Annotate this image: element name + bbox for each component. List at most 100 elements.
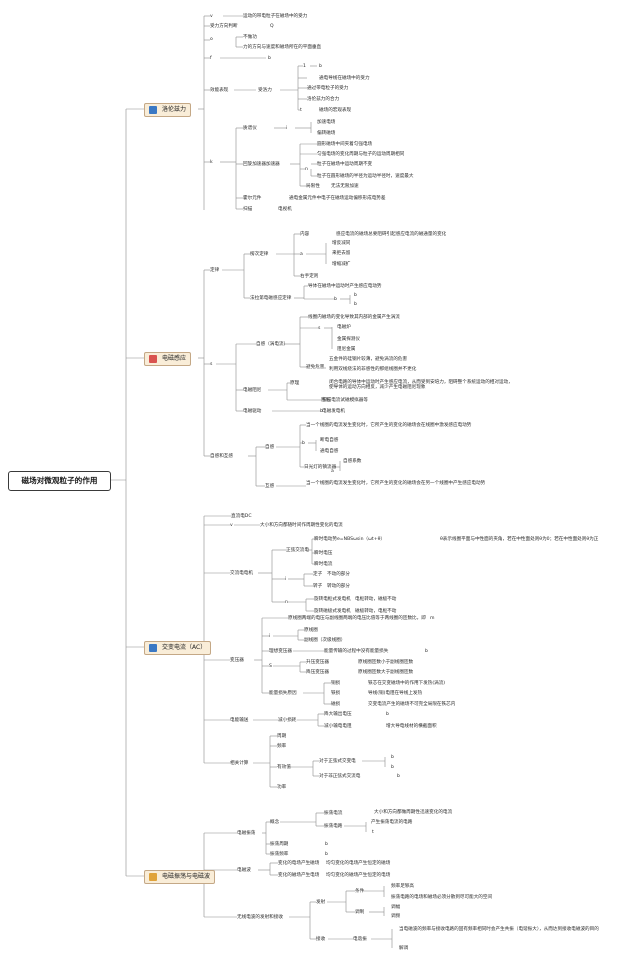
mindmap-node[interactable]: 1 [303, 64, 306, 69]
mindmap-node[interactable]: 电磁发电机 [322, 409, 345, 414]
mindmap-node[interactable]: 电磁振荡 [237, 831, 256, 836]
mindmap-node[interactable]: 对于非正弦式交流电 [319, 774, 361, 779]
mindmap-node[interactable]: i [286, 126, 288, 131]
mindmap-node[interactable]: 减小输电电阻 [324, 724, 352, 729]
mindmap-node[interactable]: 周期 [277, 734, 287, 739]
mindmap-node[interactable]: 电视机 [278, 207, 292, 212]
mindmap-node[interactable]: 均匀变化的电场产生恒定的磁场 [326, 861, 391, 866]
mindmap-node[interactable]: 五金件的硅钢片较薄，避免涡流的危害 [329, 357, 408, 362]
mindmap-node[interactable]: b [334, 297, 337, 302]
mindmap-node[interactable]: 受洛力 [258, 88, 272, 93]
mindmap-node[interactable]: 不动的部分 [327, 572, 350, 577]
mindmap-node[interactable]: b [397, 774, 400, 779]
mindmap-node[interactable]: 自感和互感 [210, 454, 233, 459]
mindmap-node[interactable]: 楞次定律 [250, 252, 269, 257]
mindmap-node[interactable]: 变压器 [230, 658, 244, 663]
mindmap-node[interactable]: 通电自感 [320, 449, 339, 454]
mindmap-node[interactable]: 概念 [270, 820, 280, 825]
mindmap-node[interactable]: s [210, 362, 213, 367]
mindmap-node[interactable]: f [210, 56, 212, 61]
mindmap-node[interactable]: 调制 [355, 910, 365, 915]
mindmap-node[interactable]: 条件 [355, 889, 365, 894]
mindmap-node[interactable]: 电磁驱动 [243, 409, 262, 414]
mindmap-node[interactable]: 原线圈 [304, 628, 318, 633]
topic-electromagnetic-induction[interactable]: 电磁感应 [144, 352, 192, 366]
mindmap-node[interactable]: 自感系数 [343, 459, 362, 464]
mindmap-node[interactable]: b [320, 409, 323, 414]
mindmap-node[interactable]: 粒子在圆形磁场的半径为运动半径时，速度最大 [317, 174, 414, 179]
mindmap-node[interactable]: 通电导线在磁场中的受力 [319, 76, 370, 81]
mindmap-node[interactable]: a [300, 252, 303, 257]
mindmap-node[interactable]: 升压变压器 [306, 660, 329, 665]
mindmap-node[interactable]: v [230, 523, 233, 528]
mindmap-node[interactable]: 右手定则 [300, 274, 319, 279]
mindmap-node[interactable]: 自感（涡电流） [256, 342, 289, 347]
mindmap-node[interactable]: 瞬时电流 [314, 562, 333, 567]
mindmap-node[interactable]: 副线圈（次级线圈） [304, 638, 346, 643]
topic-em-oscillation-waves[interactable]: 电磁振荡与电磁波 [144, 870, 216, 884]
mindmap-node[interactable]: t [372, 830, 374, 835]
mindmap-node[interactable]: 原线圈匝数小于副线圈匝数 [358, 660, 414, 665]
mindmap-node[interactable]: n [305, 167, 308, 172]
mindmap-node[interactable]: b [302, 441, 305, 446]
mindmap-node[interactable]: b [391, 765, 394, 770]
mindmap-node[interactable]: b [325, 852, 328, 857]
mindmap-node[interactable]: 电磁阻尼 [243, 388, 262, 393]
mindmap-node[interactable]: 偏转磁场 [317, 131, 336, 136]
mindmap-node[interactable]: 洛伦兹力的合力 [307, 97, 340, 102]
mindmap-node[interactable]: 直流电DC [231, 514, 252, 519]
mindmap-node[interactable]: 增反减同 [332, 241, 351, 246]
mindmap-node[interactable]: 通电金属元件中电子在磁场运动偏移形成电势差 [289, 196, 386, 201]
mindmap-node[interactable]: b [354, 293, 357, 298]
mindmap-node[interactable]: i [285, 577, 287, 582]
mindmap-node[interactable]: 导线(铜)电阻在导线上发热 [368, 691, 423, 696]
mindmap-node[interactable]: 理想变压器 [269, 649, 292, 654]
mindmap-node[interactable]: t [300, 108, 302, 113]
mindmap-node[interactable]: s [318, 326, 321, 331]
mindmap-node[interactable]: 发射 [316, 900, 326, 905]
mindmap-node[interactable]: 产生振荡电流的电路 [371, 820, 413, 825]
mindmap-node[interactable]: 旋转磁极式发电机 [314, 609, 351, 614]
mindmap-node[interactable]: 加速电场 [317, 120, 336, 125]
mindmap-node[interactable]: 日光灯的镇流器 [304, 465, 337, 470]
mindmap-node[interactable]: 阻尼 [321, 398, 331, 403]
mindmap-node[interactable]: 大小和方向都随时间作周期性变化的电流 [260, 523, 343, 528]
mindmap-node[interactable]: 交流电电机 [230, 571, 253, 576]
mindmap-node[interactable]: 变化的磁场产生电场 [278, 873, 320, 878]
mindmap-node[interactable]: 原线圈匝数大于副线圈匝数 [358, 670, 414, 675]
mindmap-node[interactable]: b [425, 649, 428, 654]
mindmap-node[interactable]: 振荡周期 [270, 842, 289, 847]
mindmap-node[interactable]: 功率 [277, 785, 287, 790]
mindmap-node[interactable]: 降大输出电压 [324, 712, 352, 717]
mindmap-node[interactable]: 不做功 [243, 35, 257, 40]
mindmap-node[interactable]: 扫描 [243, 207, 253, 212]
mindmap-node[interactable]: 频率 [277, 744, 287, 749]
mindmap-node[interactable]: b [354, 302, 357, 307]
mindmap-node[interactable]: 匀强电场的变化周期与粒子的运动周期相同 [317, 152, 405, 157]
mindmap-node[interactable]: 旋转电枢式发电机 [314, 597, 351, 602]
mindmap-node[interactable]: 铜损 [331, 681, 341, 686]
mindmap-node[interactable]: b [319, 64, 322, 69]
mindmap-node[interactable]: 振荡电路的电场和磁场必须分散到尽可能大的空间 [391, 895, 493, 900]
mindmap-node[interactable]: 铁芯在交变磁场中的作用下发热(涡流) [368, 681, 446, 686]
mindmap-node[interactable]: 均匀变化的磁场产生恒定的电场 [326, 873, 391, 878]
mindmap-node[interactable]: a [331, 469, 334, 474]
mindmap-node[interactable]: 避免危害 [306, 365, 325, 370]
mindmap-node[interactable]: 圆形磁场中间夹着匀强电场 [317, 142, 373, 147]
mindmap-node[interactable]: 增缩减扩 [332, 262, 351, 267]
mindmap-node[interactable]: 导体在磁场中运动时产生感应电动势 [308, 284, 382, 289]
mindmap-node[interactable]: 受力方向判断 [210, 24, 238, 29]
mindmap-node[interactable]: 能量损失原因 [269, 691, 297, 696]
mindmap-node[interactable]: 转动的部分 [327, 584, 350, 589]
mindmap-node[interactable]: 阻尼金属 [337, 347, 356, 352]
mindmap-node[interactable]: 效能表现 [210, 88, 229, 93]
mindmap-node[interactable]: 当一个线圈的电流发生变化时，它所产生的变化的磁场会在另一个线圈中产生感应电动势 [306, 481, 486, 486]
mindmap-node[interactable]: 霍尔元件 [243, 196, 262, 201]
mindmap-node[interactable]: 变化的电场产生磁场 [278, 861, 320, 866]
mindmap-node[interactable]: 大小和方向都做周期性迅速变化的电流 [374, 810, 453, 815]
mindmap-node[interactable]: 转子 [313, 584, 323, 589]
mindmap-node[interactable]: 感应电流的磁场总要阻碍引起感应电流的磁通量的变化 [336, 232, 447, 237]
mindmap-node[interactable]: 定子 [313, 572, 323, 577]
mindmap-node[interactable]: 金属探测仪 [337, 337, 360, 342]
mindmap-node[interactable]: b [268, 56, 271, 61]
